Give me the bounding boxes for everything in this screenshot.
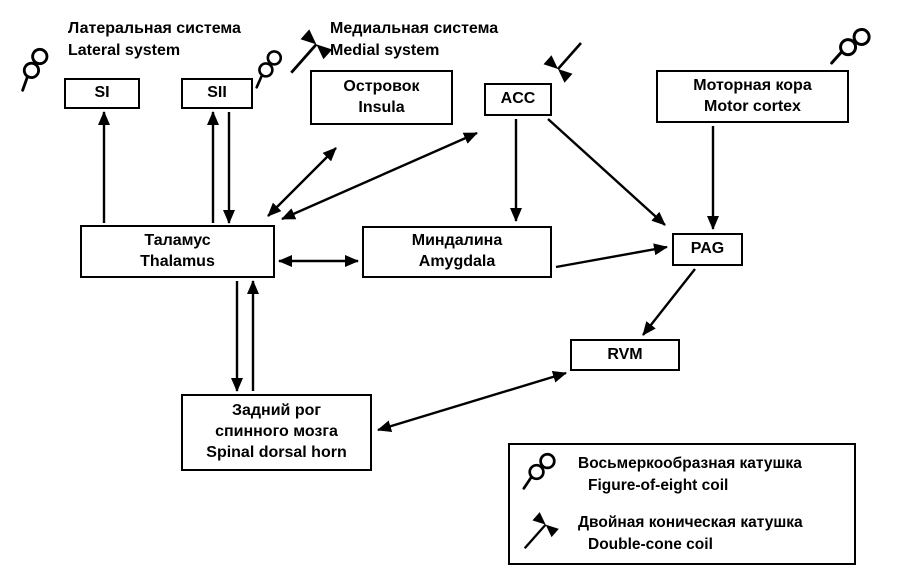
node-acc-label: ACC bbox=[500, 90, 536, 108]
node-sii-label: SII bbox=[207, 84, 227, 102]
legend-item-figure-of-eight: Восьмеркообразная катушка Figure-of-eigh… bbox=[522, 452, 842, 497]
node-thalamus-label-en: Thalamus bbox=[140, 252, 215, 270]
medial-system-label-ru: Медиальная система bbox=[330, 20, 499, 37]
node-thalamus: Таламус Thalamus bbox=[80, 225, 275, 278]
node-rvm: RVM bbox=[570, 339, 680, 371]
legend-item-double-cone: Двойная коническая катушка Double-cone c… bbox=[522, 511, 842, 556]
node-insula-label-en: Insula bbox=[358, 98, 405, 116]
arrow-acc-pag bbox=[547, 118, 666, 226]
node-si-label: SI bbox=[94, 84, 110, 102]
legend-fig8-label-en: Figure-of-eight coil bbox=[588, 476, 729, 494]
arrow-rvm-spinal-dorsal-horn bbox=[377, 371, 567, 432]
lateral-system-label: Латеральная система Lateral system bbox=[68, 18, 241, 61]
node-pag-label: PAG bbox=[690, 240, 725, 258]
node-sii: SII bbox=[181, 78, 253, 109]
node-spinal-dorsal-horn: Задний рог спинного мозга Spinal dorsal … bbox=[181, 394, 372, 471]
figure-of-eight-coil-icon bbox=[522, 452, 562, 497]
node-amygdala-label-en: Amygdala bbox=[418, 253, 496, 270]
node-spinal-label-en: Spinal dorsal horn bbox=[206, 443, 347, 461]
node-rvm-label: RVM bbox=[607, 345, 643, 363]
legend-dcone-label-ru: Двойная коническая катушка bbox=[578, 513, 803, 531]
node-motor-cortex-label-ru: Моторная кора bbox=[693, 76, 812, 94]
node-amygdala: Миндалина Amygdala bbox=[362, 226, 552, 278]
figure-of-eight-coil-icon bbox=[829, 23, 879, 73]
node-amygdala-label-ru: Миндалина bbox=[411, 232, 503, 250]
legend: Восьмеркообразная катушка Figure-of-eigh… bbox=[508, 443, 856, 565]
medial-system-label: Медиальная система Medial system bbox=[330, 18, 498, 61]
legend-dcone-label-en: Double-cone coil bbox=[588, 535, 713, 553]
double-cone-coil-icon bbox=[288, 28, 336, 76]
double-cone-coil-icon bbox=[540, 40, 584, 84]
node-insula: Островок Insula bbox=[310, 70, 453, 125]
legend-fig8-label-ru: Восьмеркообразная катушка bbox=[578, 454, 802, 472]
lateral-system-label-en: Lateral system bbox=[68, 41, 181, 59]
arrow-thalamus-insula bbox=[267, 147, 337, 217]
node-acc: ACC bbox=[484, 83, 552, 116]
medial-system-label-en: Medial system bbox=[330, 41, 440, 59]
node-si: SI bbox=[64, 78, 140, 109]
arrow-thalamus-acc bbox=[281, 131, 478, 221]
arrow-amygdala-pag bbox=[555, 243, 668, 269]
node-spinal-label-ru2: спинного мозга bbox=[215, 423, 338, 441]
figure-of-eight-coil-icon bbox=[249, 47, 293, 91]
double-cone-coil-icon bbox=[522, 511, 562, 556]
arrow-pag-rvm bbox=[642, 268, 696, 336]
node-motor-cortex-label-en: Motor cortex bbox=[704, 97, 801, 115]
node-thalamus-label-ru: Таламус bbox=[144, 231, 211, 249]
node-motor-cortex: Моторная кора Motor cortex bbox=[656, 70, 849, 123]
node-spinal-label-ru1: Задний рог bbox=[231, 402, 322, 420]
node-pag: PAG bbox=[672, 233, 743, 266]
lateral-system-label-ru: Латеральная система bbox=[68, 20, 241, 37]
node-insula-label-ru: Островок bbox=[343, 77, 420, 95]
